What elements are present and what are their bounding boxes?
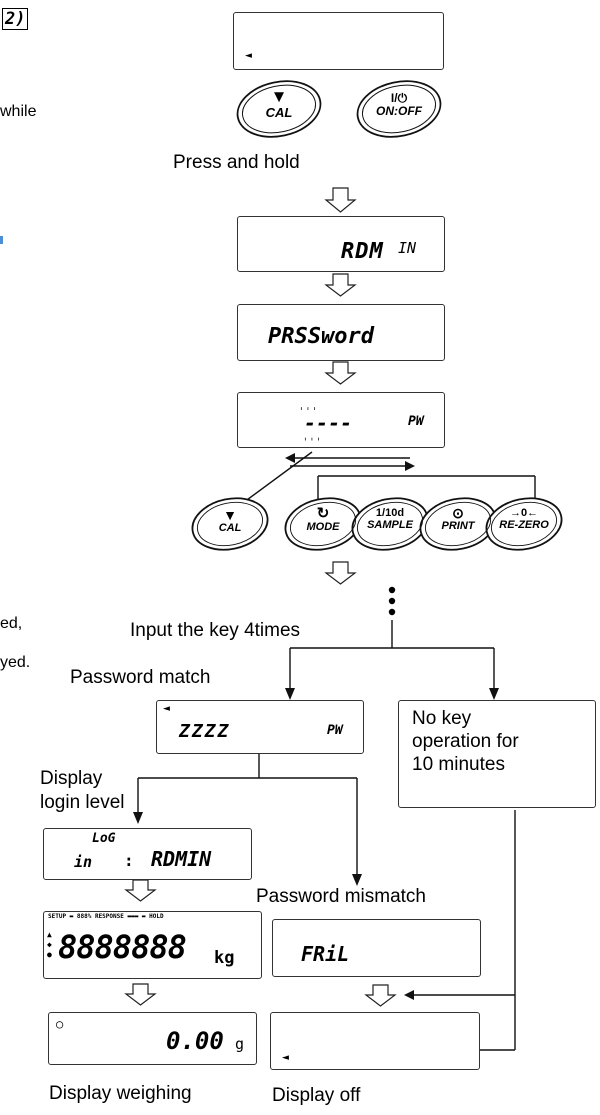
cal-key-label: CAL: [218, 521, 242, 534]
all-digits-text: 8888888: [58, 928, 187, 966]
indicator-icon: ◄: [245, 51, 252, 61]
label-display-off: Display off: [272, 1085, 361, 1106]
stable-indicator-icon: ○: [56, 1017, 64, 1031]
timeout-line-1: No key: [412, 708, 472, 729]
cal-key-label: CAL: [265, 104, 293, 120]
hollow-arrow-7: [364, 984, 397, 1007]
cropped-fragment-while: while: [0, 103, 37, 120]
key-row-shapes: [191, 497, 563, 551]
sample-key-top-label: 1/10d: [375, 507, 405, 519]
onoff-key-shape: [356, 80, 442, 138]
cropped-fragment-yed: yed.: [0, 654, 31, 671]
cycle-icon: ↻: [316, 505, 330, 522]
hollow-arrow-3: [324, 361, 357, 385]
hollow-arrow-5: [124, 879, 157, 902]
indicator-icon: ◄: [163, 704, 170, 714]
cal-key-shape: [236, 80, 322, 138]
dashes-text: ----: [304, 411, 353, 435]
display-all-segments: SETUP ▬ 888% RESPONSE ▬▬▬ ▬ HOLD ▲◆● 888…: [43, 911, 262, 979]
cropped-fragment-ed: ed,: [0, 615, 23, 632]
full-unit-text: kg: [214, 948, 235, 968]
pw-text: PW: [408, 414, 424, 429]
cropped-fragment-dot: [0, 236, 3, 244]
timeout-line-2: operation for: [412, 731, 519, 752]
display-pw-entry: ˈˈˈ ---- ˌˌˌ PW: [237, 392, 445, 448]
display-password: PRSSword: [237, 304, 445, 361]
print-icon: ⊙: [452, 505, 464, 521]
display-login-level: LoG in : RDMIN: [43, 828, 252, 880]
rezero-icon: →0←: [509, 507, 539, 519]
down-arrow-icon: ▼: [223, 507, 237, 523]
mode-key[interactable]: ↻ MODE: [296, 506, 350, 533]
log-text: LoG: [92, 831, 116, 846]
pw-digits-text: ZZZZ: [179, 721, 231, 742]
onoff-key[interactable]: I/⏻ ON:OFF: [370, 92, 428, 117]
cropped-fragment-top: 2): [2, 8, 29, 30]
blink-marks-icon: ˈˈˈ: [298, 405, 318, 418]
cal-key-top[interactable]: ▼ CAL: [250, 88, 308, 119]
log-admin-text: RDMIN: [151, 847, 212, 871]
log-colon-text: :: [124, 851, 134, 870]
timeout-box: [398, 700, 596, 808]
sample-key[interactable]: 1/10d SAMPLE: [360, 507, 420, 531]
dot-2: [388, 597, 396, 605]
weight-unit-text: g: [235, 1035, 245, 1053]
display-fail: FRiL: [272, 919, 481, 977]
rezero-key[interactable]: →0← RE-ZERO: [494, 507, 554, 531]
dot-3: [388, 608, 396, 616]
label-display-weighing: Display weighing: [49, 1083, 192, 1104]
label-input-key: Input the key 4times: [130, 620, 301, 641]
print-key[interactable]: ⊙ PRINT: [431, 506, 485, 532]
display-blank-top: ◄: [233, 12, 444, 70]
label-password-match: Password match: [70, 667, 211, 688]
hollow-arrow-4: [324, 561, 357, 585]
status-bar-text: SETUP ▬ 888% RESPONSE ▬▬▬ ▬ HOLD: [48, 913, 164, 920]
log-in-text: in: [74, 853, 93, 871]
hollow-arrow-1: [324, 187, 357, 213]
blink-marks-bottom-icon: ˌˌˌ: [302, 429, 322, 442]
dot-1: [388, 586, 396, 594]
timeout-line-3: 10 minutes: [412, 754, 505, 775]
display-weight: ○ 0.00 g: [48, 1012, 257, 1065]
indicator-icon: ◄: [282, 1053, 289, 1063]
admin-in-text: IN: [398, 239, 417, 257]
hollow-arrow-2: [324, 273, 357, 297]
display-off: ◄: [270, 1012, 480, 1070]
label-display-login-1: Display: [40, 768, 103, 789]
side-indicators-icon: ▲◆●: [47, 930, 52, 959]
display-admin: RDM IN: [237, 216, 445, 272]
down-arrow-icon: ▼: [270, 87, 288, 106]
fail-text: FRiL: [301, 942, 350, 966]
sample-key-label: SAMPLE: [367, 518, 413, 531]
label-display-login-2: login level: [40, 792, 125, 813]
pw-text: PW: [327, 723, 343, 738]
rezero-key-label: RE-ZERO: [499, 518, 549, 531]
label-press-and-hold: Press and hold: [173, 152, 300, 173]
password-text: PRSSword: [268, 324, 374, 349]
weight-value-text: 0.00: [166, 1027, 224, 1055]
cal-key[interactable]: ▼ CAL: [205, 508, 255, 534]
admin-text: RDM: [341, 239, 384, 264]
power-icon: I/⏻: [390, 91, 408, 105]
mode-key-label: MODE: [306, 520, 340, 533]
display-pw-input: ◄ ZZZZ PW: [156, 700, 364, 754]
label-password-mismatch: Password mismatch: [256, 886, 426, 907]
onoff-key-label: ON:OFF: [376, 103, 422, 118]
hollow-arrow-6: [124, 983, 157, 1006]
print-key-label: PRINT: [441, 519, 475, 532]
